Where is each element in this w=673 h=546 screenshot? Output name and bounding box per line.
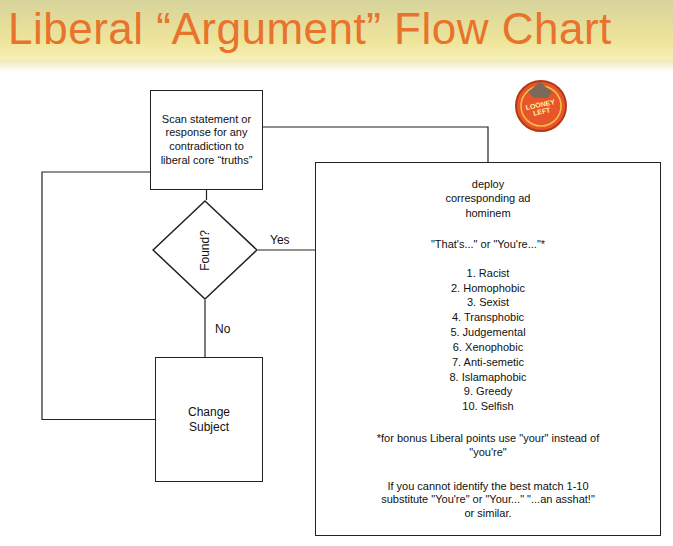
list-item: 7. Anti-semetic	[452, 355, 524, 370]
connector	[258, 250, 315, 251]
list-item: 3. Sexist	[467, 295, 509, 310]
logo-figure	[528, 82, 552, 98]
connector	[206, 190, 207, 200]
list-item: 4. Transphobic	[452, 310, 524, 325]
connector-line	[204, 300, 205, 357]
connector	[42, 172, 155, 420]
title-band-fade	[0, 60, 673, 72]
connector	[205, 300, 206, 357]
list-item: 1. Racist	[467, 266, 510, 281]
chart-title: Liberal “Argument” Flow Chart	[8, 4, 612, 54]
list-item: 10. Selfish	[462, 399, 513, 414]
logo-badge	[516, 81, 566, 131]
node-text: Change Subject	[179, 405, 239, 435]
connector	[263, 127, 488, 162]
connector-line	[263, 127, 488, 162]
list-item: 9. Greedy	[464, 384, 512, 399]
decision-diamond: Found?	[152, 200, 258, 300]
connector-line	[258, 249, 315, 250]
process-box: Scan statement or response for any contr…	[150, 90, 263, 190]
diamond-shape	[153, 201, 257, 299]
note-text: If you cannot identify the best match 1-…	[381, 480, 596, 521]
process-box: deploy corresponding ad hominem "That's..…	[315, 162, 661, 536]
list-item: 5. Judgemental	[450, 325, 525, 340]
decision-text: Found?	[197, 230, 212, 271]
list-item: 6. Xenophobic	[453, 340, 523, 355]
node-text: Scan statement or response for any contr…	[159, 113, 254, 168]
edge-label: No	[213, 322, 232, 336]
list-item: 8. Islamaphobic	[449, 370, 526, 385]
quote-text: "That's..." or "You're..."*	[431, 238, 545, 252]
process-box: Change Subject	[155, 357, 263, 482]
connector-line	[206, 190, 207, 200]
connector-line	[42, 172, 155, 420]
list-item: 2. Homophobic	[451, 281, 525, 296]
box-heading: deploy corresponding ad hominem	[442, 177, 534, 220]
edge-label: Yes	[268, 233, 292, 247]
note-text: *for bonus Liberal points use "your" ins…	[368, 432, 608, 460]
